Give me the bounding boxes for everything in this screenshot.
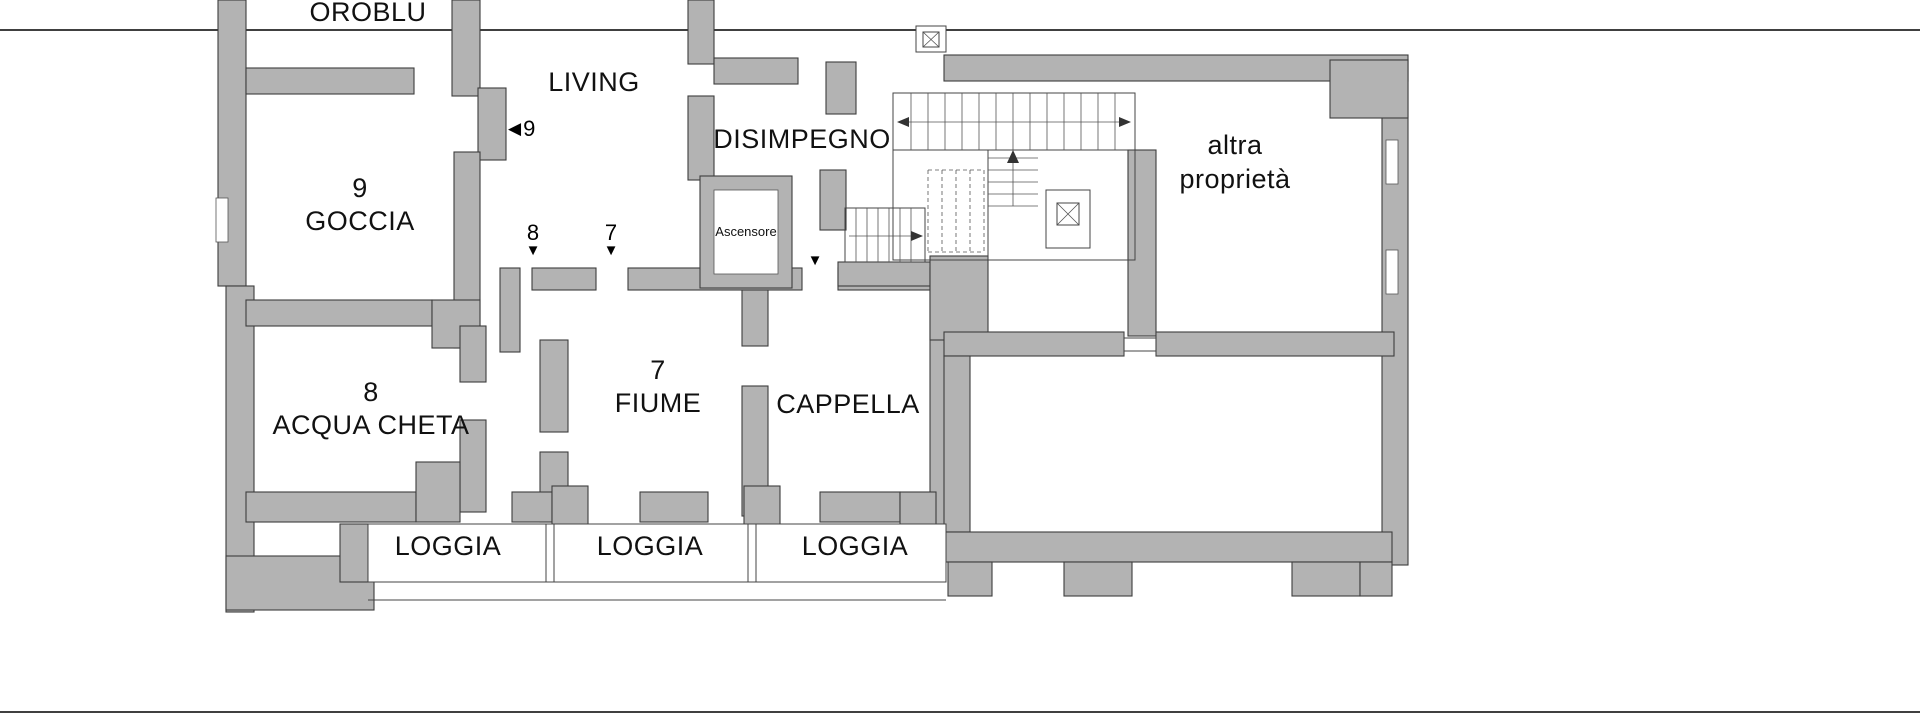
down-arrow-icon: ▼ xyxy=(807,252,823,269)
frame-lines xyxy=(0,29,1920,713)
room-label-loggia-2: LOGGIA xyxy=(596,531,704,561)
room-label-loggia-3: LOGGIA xyxy=(801,531,909,561)
unit-marker-8: 8 ▼ xyxy=(517,222,549,259)
room-number-goccia: 9 xyxy=(352,173,368,203)
window-openings xyxy=(215,139,1399,295)
down-arrow-icon: ▼ xyxy=(525,242,541,259)
left-arrow-icon: ◀ xyxy=(508,119,522,138)
room-label-disimpegno: DISIMPEGNO xyxy=(713,124,891,154)
loggia-strip xyxy=(367,523,947,601)
unit-marker-9: ◀ 9 xyxy=(508,116,536,141)
walls xyxy=(217,0,1409,613)
duct-shaft-icon xyxy=(915,25,947,53)
down-arrow-icon: ▼ xyxy=(603,242,619,259)
room-label-living: LIVING xyxy=(548,67,640,97)
room-label-oroblu: OROBLU xyxy=(309,0,427,27)
room-label-fiume: 7 FIUME xyxy=(558,354,758,420)
elevator-shaft-icon xyxy=(1045,189,1091,249)
room-label-loggia-1: LOGGIA xyxy=(394,531,502,561)
room-number-acqua-cheta: 8 xyxy=(363,377,379,407)
unit-marker-7: 7 ▼ xyxy=(595,222,627,259)
room-label-cappella: CAPPELLA xyxy=(776,389,920,419)
room-number-fiume: 7 xyxy=(650,355,666,385)
room-label-goccia: 9 GOCCIA xyxy=(260,172,460,238)
room-label-acqua-cheta: 8 ACQUA CHETA xyxy=(243,376,499,442)
room-label-altra-proprieta: altra proprietà xyxy=(1179,130,1291,194)
door-threshold xyxy=(1123,332,1157,356)
entrance-marker: ▼ xyxy=(799,252,831,269)
stairwell xyxy=(844,92,1136,263)
room-label-ascensore: Ascensore xyxy=(715,224,777,239)
elevator-room xyxy=(699,175,793,289)
